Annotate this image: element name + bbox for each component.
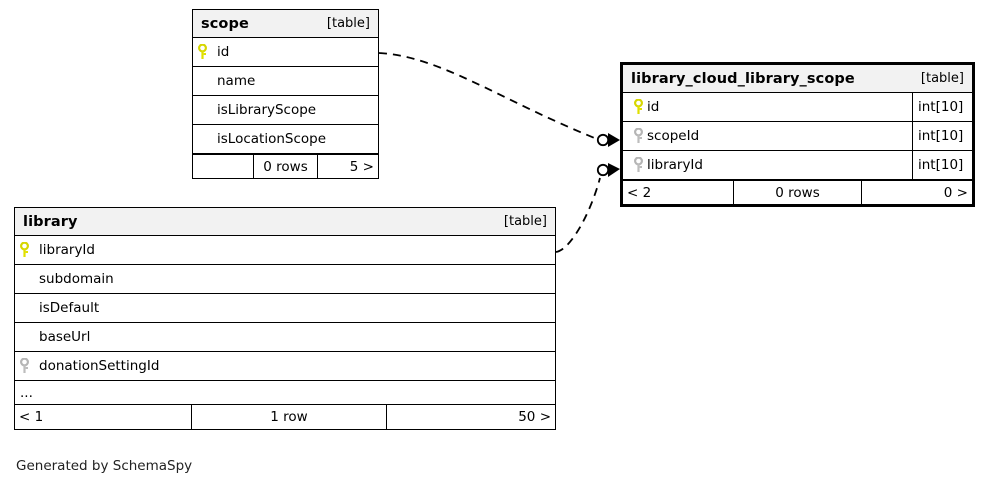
table-library[interactable]: library [table] libraryId subdomain isDe… [14,207,556,430]
column-row-scope-islibraryscope[interactable]: isLibraryScope [193,96,378,125]
column-name-wrap: scopeId [623,128,912,144]
row-count-label: 0 rows [733,181,862,204]
column-name: libraryId [39,242,95,258]
column-type: int[10] [912,93,972,121]
column-row-scope-name[interactable]: name [193,67,378,96]
column-name: isLibraryScope [217,102,317,118]
foreign-key-icon [15,358,33,374]
table-scope-header: scope [table] [193,10,378,38]
more-columns-indicator[interactable]: ... [15,381,555,405]
column-row-library-libraryid[interactable]: libraryId [15,236,555,265]
primary-key-icon [629,99,647,115]
column-name: scopeId [647,128,700,144]
column-row-library-donationsettingid[interactable]: donationSettingId [15,352,555,381]
cardinality-many-marker-scope [608,133,620,147]
column-name: id [217,44,230,60]
column-name: id [647,99,660,115]
column-name-wrap: id [623,99,912,115]
table-lcls-kind: [table] [920,71,964,86]
relationship-library-to-lcls [555,163,620,253]
column-name: isLocationScope [217,131,327,147]
column-name-wrap: libraryId [623,157,912,173]
table-lcls-footer: < 2 0 rows 0 > [623,180,972,204]
cardinality-zero-marker-scope [596,133,610,147]
table-lcls-header: library_cloud_library_scope [table] [623,65,972,93]
foreign-key-icon [629,157,647,173]
table-library-header: library [table] [15,208,555,236]
table-library-footer: < 1 1 row 50 > [15,405,555,429]
table-scope[interactable]: scope [table] id name isLibraryScope isL [192,9,379,179]
relationship-line-library [555,177,601,253]
cardinality-many-marker-library [608,163,620,177]
column-name: baseUrl [39,329,91,345]
generator-credit: Generated by SchemaSpy [16,458,193,474]
table-scope-footer: 0 rows 5 > [193,154,378,178]
table-scope-title: scope [201,15,249,32]
primary-key-icon [193,44,211,60]
column-row-lcls-libraryid[interactable]: libraryId int[10] [623,151,972,180]
row-count-label: 1 row [191,405,387,429]
cardinality-zero-marker-library [596,163,610,177]
table-scope-kind: [table] [326,16,370,31]
column-row-lcls-id[interactable]: id int[10] [623,93,972,122]
column-row-scope-id[interactable]: id [193,38,378,67]
relationship-line-scope [378,52,598,140]
column-name: subdomain [39,271,114,287]
column-name: libraryId [647,157,703,173]
next-page-button[interactable]: 5 > [349,158,374,175]
prev-page-button[interactable]: < 1 [19,409,44,425]
foreign-key-icon [629,128,647,144]
column-row-library-isdefault[interactable]: isDefault [15,294,555,323]
column-name: name [217,73,256,89]
column-row-scope-islocationscope[interactable]: isLocationScope [193,125,378,154]
prev-page-button[interactable]: < 2 [627,184,652,201]
next-page-button[interactable]: 0 > [943,184,968,201]
prev-page-button[interactable] [193,155,253,178]
column-name: isDefault [39,300,100,316]
column-row-lcls-scopeid[interactable]: scopeId int[10] [623,122,972,151]
table-library-cloud-library-scope[interactable]: library_cloud_library_scope [table] id i… [620,62,975,207]
relationship-scope-to-lcls [378,52,620,147]
row-count-label: 0 rows [253,155,318,178]
table-library-title: library [23,213,78,230]
column-type: int[10] [912,122,972,150]
table-lcls-title: library_cloud_library_scope [631,70,855,87]
column-type: int[10] [912,151,972,179]
next-page-button[interactable]: 50 > [518,409,551,425]
column-name: donationSettingId [39,358,160,374]
column-row-library-subdomain[interactable]: subdomain [15,265,555,294]
table-library-kind: [table] [503,214,547,229]
column-row-library-baseurl[interactable]: baseUrl [15,323,555,352]
primary-key-icon [15,242,33,258]
